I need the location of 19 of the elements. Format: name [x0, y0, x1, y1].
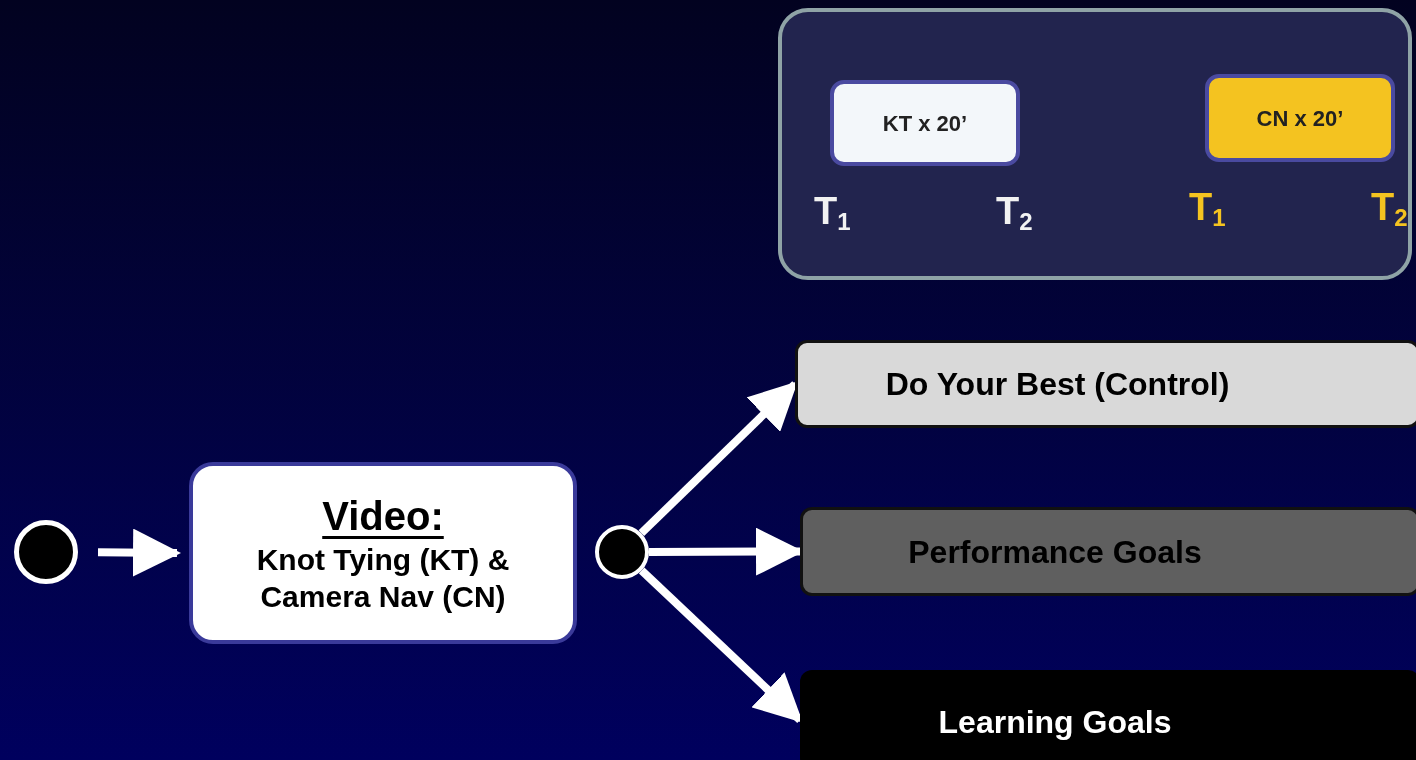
condition-box	[800, 670, 1416, 760]
panel	[778, 8, 1412, 280]
box-label: Do Your Best (Control)	[885, 365, 1231, 404]
start-node	[14, 520, 78, 584]
box-label: Performance Goals	[908, 532, 1203, 572]
video-box	[189, 462, 577, 644]
time-label: T$_{2}$	[996, 192, 1033, 230]
condition-box	[800, 507, 1416, 596]
box-label: CN x 20’	[1256, 104, 1344, 133]
time-label: T$_{1}$	[814, 192, 851, 230]
arrow	[97, 528, 181, 577]
time-label: T$_{1}$	[1189, 188, 1226, 226]
box-heading: Video:	[322, 492, 444, 540]
box-label: Learning Goals	[938, 703, 1173, 742]
box-label: Knot Tying (KT) & Camera Nav (CN)	[255, 541, 511, 615]
box-label: KT x 20’	[882, 109, 968, 138]
time-label: T$_{2}$	[1371, 188, 1408, 226]
branch-node	[595, 525, 649, 579]
condition-box	[795, 340, 1416, 428]
